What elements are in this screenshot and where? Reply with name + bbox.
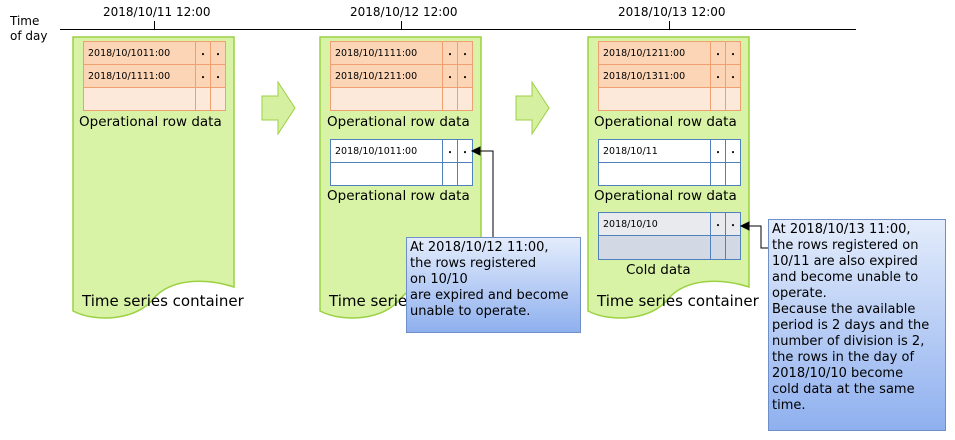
callout-line: 2018/10/10 become xyxy=(772,366,904,381)
operational-table-1: 2018/10/1011:00 ・ ・ 2018/10/1111:00 ・ ・ xyxy=(83,41,226,111)
callout-line: time. xyxy=(772,398,806,413)
callout-line: cold data at the same xyxy=(772,382,915,397)
cold-data-table: 2018/10/10 ・ ・ xyxy=(598,212,741,260)
callout-line: the rows registered xyxy=(410,256,537,271)
row-date: 2018/10/10 xyxy=(598,212,711,236)
row-date: 2018/10/1111:00 xyxy=(330,41,443,65)
table-row: 2018/10/1111:00 ・ ・ xyxy=(83,64,226,88)
expired-table-2: 2018/10/1011:00 ・ ・ xyxy=(330,139,473,186)
row-value: ・ xyxy=(442,139,458,163)
axis-label-of-day: of day xyxy=(10,29,48,43)
transition-arrow-2 xyxy=(515,80,550,136)
table-row: 2018/10/1311:00 ・ ・ xyxy=(598,64,741,88)
callout-line: on 10/10 xyxy=(410,272,468,287)
axis-label-time: Time xyxy=(10,14,40,28)
row-value: ・ xyxy=(725,41,741,65)
row-value: ・ xyxy=(442,64,458,88)
time-label-3: 2018/10/13 12:00 xyxy=(618,5,726,19)
connector-callout-2 xyxy=(739,221,768,249)
connector-callout-1 xyxy=(470,146,494,237)
callout-line: period is 2 days and the xyxy=(772,318,930,333)
operational-label-2b: Operational row data xyxy=(327,188,470,204)
time-label-2: 2018/10/12 12:00 xyxy=(350,5,458,19)
row-value: ・ xyxy=(210,41,226,65)
row-date: 2018/10/1311:00 xyxy=(598,64,711,88)
callout-expiry-10-12: At 2018/10/12 11:00, the rows registered… xyxy=(406,237,581,333)
table-row-empty xyxy=(330,87,473,111)
row-value: ・ xyxy=(725,139,741,163)
operational-table-3: 2018/10/1211:00 ・ ・ 2018/10/1311:00 ・ ・ xyxy=(598,41,741,111)
callout-expiry-10-13: At 2018/10/13 11:00, the rows registered… xyxy=(768,219,946,431)
time-tick-3 xyxy=(669,21,670,29)
operational-label-2: Operational row data xyxy=(327,114,470,130)
row-value: ・ xyxy=(457,41,473,65)
table-row: 2018/10/1111:00 ・ ・ xyxy=(330,41,473,65)
callout-line: operate. xyxy=(772,286,827,301)
operational-label-3b: Operational row data xyxy=(594,188,737,204)
callout-line: are expired and become xyxy=(410,288,569,303)
callout-line: Because the available xyxy=(772,302,916,317)
table-row-empty xyxy=(598,87,741,111)
time-axis-line xyxy=(60,29,856,30)
callout-line: the rows in the day of xyxy=(772,350,915,365)
time-label-1: 2018/10/11 12:00 xyxy=(103,5,211,19)
operational-label-3: Operational row data xyxy=(594,114,737,130)
table-row: 2018/10/1011:00 ・ ・ xyxy=(330,139,473,163)
time-tick-1 xyxy=(154,21,155,29)
callout-line: At 2018/10/12 11:00, xyxy=(410,240,549,255)
row-date: 2018/10/11 xyxy=(598,139,711,163)
operational-label-1: Operational row data xyxy=(79,114,222,130)
table-row: 2018/10/1211:00 ・ ・ xyxy=(598,41,741,65)
callout-line: 10/11 are also expired xyxy=(772,254,918,269)
operational-table-3b: 2018/10/11 ・ ・ xyxy=(598,139,741,186)
operational-table-2: 2018/10/1111:00 ・ ・ 2018/10/1211:00 ・ ・ xyxy=(330,41,473,111)
row-value: ・ xyxy=(195,64,211,88)
time-tick-2 xyxy=(401,21,402,29)
table-row-empty xyxy=(83,87,226,111)
callout-line: At 2018/10/13 11:00, xyxy=(772,222,911,237)
row-value: ・ xyxy=(710,64,726,88)
cold-data-label: Cold data xyxy=(626,262,691,278)
transition-arrow-1 xyxy=(261,80,296,136)
table-row-empty xyxy=(330,162,473,186)
table-row: 2018/10/1211:00 ・ ・ xyxy=(330,64,473,88)
callout-line: the rows registered on xyxy=(772,238,919,253)
table-row-empty xyxy=(598,235,741,260)
callout-line: and become unable to xyxy=(772,270,919,285)
callout-line: unable to operate. xyxy=(410,304,531,319)
row-value: ・ xyxy=(442,41,458,65)
table-row-empty xyxy=(598,162,741,186)
row-value: ・ xyxy=(457,64,473,88)
container-title-1: Time series container xyxy=(82,292,244,310)
callout-line: number of division is 2, xyxy=(772,334,925,349)
row-date: 2018/10/1211:00 xyxy=(598,41,711,65)
container-title-3: Time series container xyxy=(597,292,759,310)
